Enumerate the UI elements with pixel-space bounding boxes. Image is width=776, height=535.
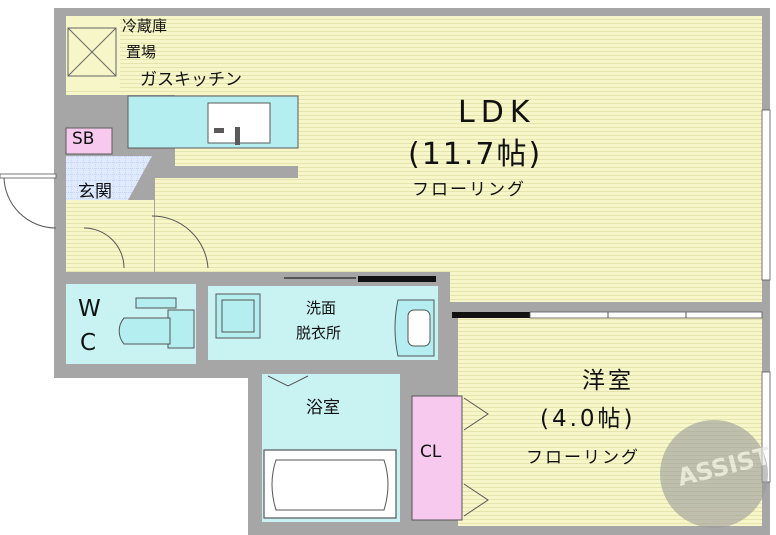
fridge-label-1: 冷蔵庫 [122,17,168,35]
ldk-floor [66,16,762,302]
closet [411,395,463,521]
wc-label-2: C [80,330,100,356]
ldk-floor-label: フローリング [412,180,526,200]
wc-label-1: W [78,296,104,322]
ldk-size: (11.7帖) [408,137,543,172]
shoe-box [65,127,113,155]
entrance-floor [66,156,152,200]
washroom-label-1: 洗面 [306,299,337,317]
ldk-name: LDK [458,95,536,130]
entrance-label: 玄関 [78,182,112,202]
kitchen-label: ガスキッチン [140,70,242,90]
toilet-bowl [118,317,171,345]
washing-machine [215,293,261,339]
closet-label: CL [420,442,442,462]
fridge-space [66,16,120,88]
sb-label: SB [72,129,95,149]
fridge-label-2: 置場 [126,43,157,61]
hallway [66,200,154,272]
washroom-label-2: 脱衣所 [296,324,342,342]
bath-label: 浴室 [306,398,340,418]
toilet-tank [167,309,195,349]
western-floor-label: フローリング [526,448,640,468]
western-name: 洋室 [582,368,634,394]
fridge-box [67,27,117,77]
entrance-door-swing [3,175,57,229]
western-size: (4.0帖) [540,406,636,432]
watermark: ASSIST [660,420,774,528]
